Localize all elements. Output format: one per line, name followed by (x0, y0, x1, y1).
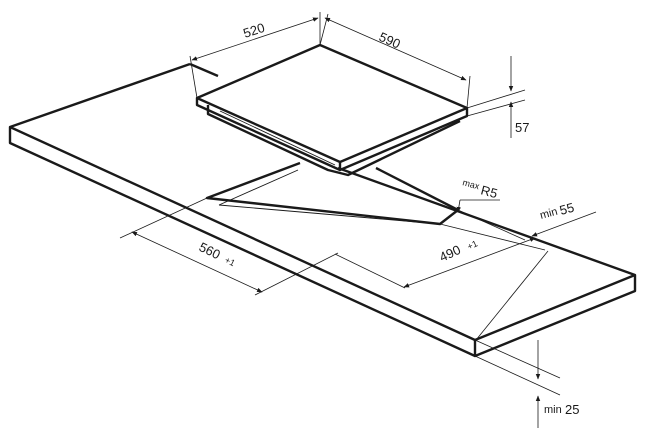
cutout-depth-label: 490 (437, 242, 463, 265)
dimension-worktop-thickness: min 25 (474, 339, 579, 428)
ext-line (334, 253, 406, 289)
hob-front-edge (196, 96, 341, 164)
hob-body-detail (219, 110, 336, 166)
dimension-cutout-depth: 490 +1 (334, 223, 546, 289)
cutout-depth-tolerance: +1 (466, 238, 480, 251)
ext-line (466, 99, 526, 117)
ext-line (475, 250, 549, 341)
ext-line (474, 355, 561, 396)
ext-line (474, 339, 561, 379)
ext-line (189, 55, 198, 99)
ext-line (457, 209, 526, 241)
dimension-corner-radius: max R5 (456, 177, 500, 213)
ext-line (466, 75, 471, 109)
dimension-hob-height: 57 (466, 56, 529, 138)
hob-lower-body (206, 105, 461, 177)
edge-distance-label: 55 (558, 200, 576, 218)
hob (195, 43, 469, 177)
dim-arrow (131, 231, 263, 293)
hob-depth-label: 520 (241, 20, 266, 41)
worktop-thickness-prefix: min (544, 404, 562, 416)
dim-arrow (324, 17, 467, 81)
hob-glass-top (195, 43, 469, 172)
dim-arrow-outer (531, 211, 597, 237)
dim-arrow (191, 17, 319, 61)
dim-arrow (403, 237, 536, 288)
corner-radius-prefix: max (461, 177, 480, 191)
ext-line (254, 252, 339, 296)
hob-right-edge (339, 106, 468, 164)
cutout-inner-edge-left (218, 169, 299, 206)
hob-height-label: 57 (515, 120, 529, 135)
cutout-width-label: 560 (197, 239, 223, 262)
worktop-thickness-label: 25 (565, 402, 579, 417)
cutout-width-tolerance: +1 (223, 255, 237, 268)
dimension-hob-width: 590 (319, 13, 471, 109)
hob-width-label: 590 (377, 29, 403, 52)
dimension-hob-depth: 520 (189, 12, 321, 99)
cutout-inner-edge-front (218, 204, 441, 225)
edge-distance-prefix: min (539, 206, 559, 222)
dimension-edge-distance: min 55 (457, 200, 597, 341)
worktop-back-edge (189, 62, 219, 78)
corner-radius-label: R5 (479, 182, 499, 201)
ext-line (466, 89, 526, 109)
ext-line (119, 197, 208, 239)
